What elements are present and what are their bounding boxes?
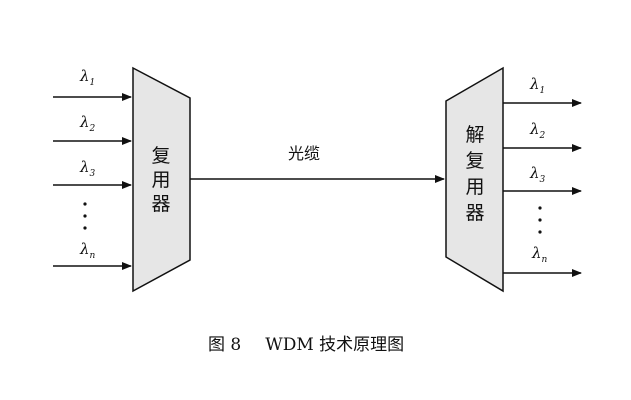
- output-label-n: λn: [531, 244, 548, 265]
- multiplexer: 复 用 器: [132, 66, 191, 293]
- input-label-n: λn: [79, 240, 96, 261]
- output-ellipsis: [538, 206, 542, 234]
- input-label-1: λ1: [79, 67, 95, 88]
- demux-char-3: 用: [465, 176, 484, 198]
- input-label-3: λ3: [79, 158, 96, 179]
- demux-char-1: 解: [465, 124, 484, 146]
- output-label-3: λ3: [529, 164, 546, 185]
- demux-char-2: 复: [465, 150, 484, 172]
- input-ellipsis: [83, 202, 87, 230]
- figure-caption: 图 8 WDM 技术原理图: [208, 335, 404, 355]
- output-label-2: λ2: [529, 120, 546, 141]
- input-label-2: λ2: [79, 113, 96, 134]
- demux-char-4: 器: [465, 202, 484, 224]
- caption-title: WDM 技术原理图: [265, 335, 404, 355]
- mux-char-3: 器: [151, 193, 170, 215]
- mux-char-1: 复: [151, 145, 170, 167]
- demultiplexer-shape: [445, 66, 504, 293]
- output-label-1: λ1: [529, 75, 545, 96]
- multiplexer-shape: [132, 66, 191, 293]
- fiber-label: 光缆: [288, 144, 320, 163]
- mux-char-2: 用: [151, 169, 170, 191]
- demultiplexer: 解 复 用 器: [445, 66, 504, 293]
- caption-figure-number: 图 8: [208, 335, 241, 355]
